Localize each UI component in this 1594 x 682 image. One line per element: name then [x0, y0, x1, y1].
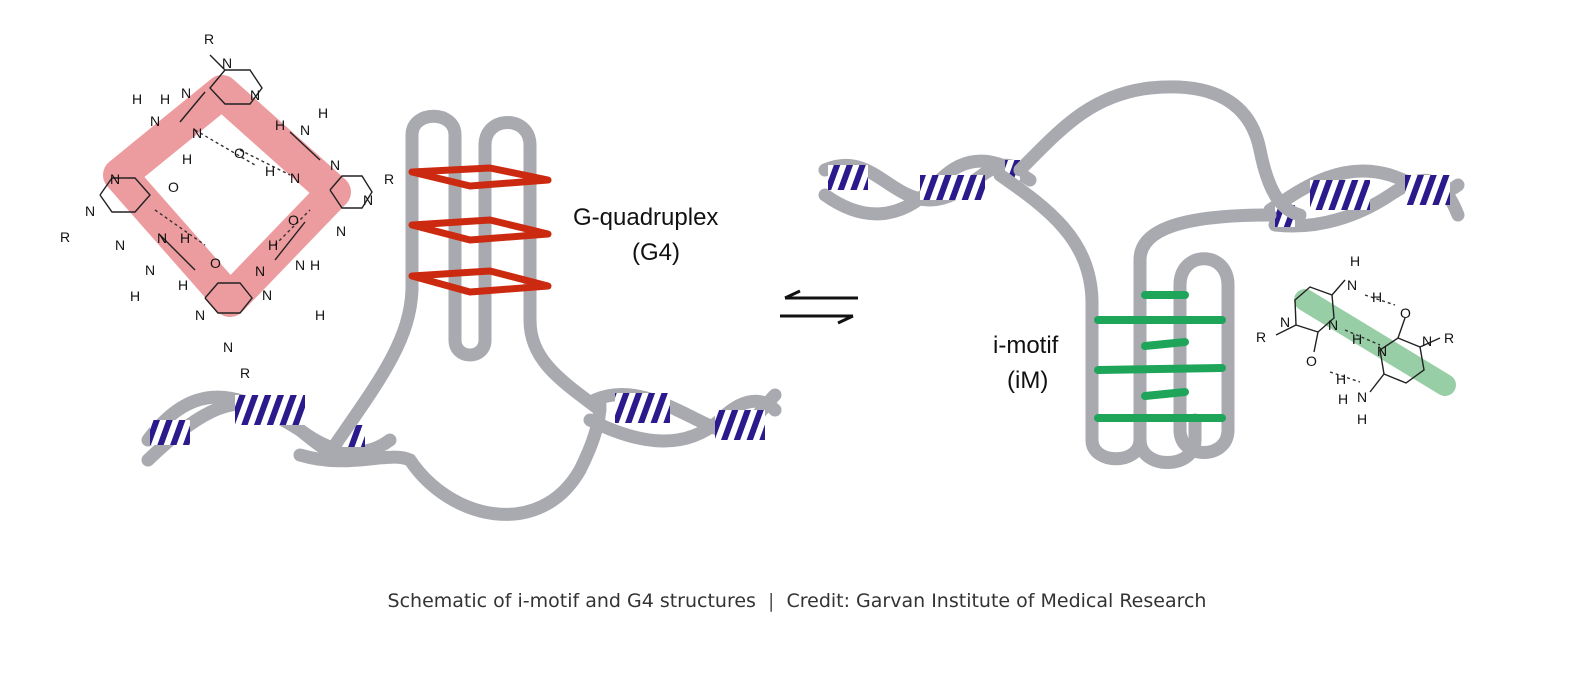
- cc-atom-h-1: H: [1350, 253, 1360, 269]
- caption-text: Schematic of i-motif and G4 structures: [387, 590, 756, 612]
- g-tetrad-3: [408, 267, 552, 296]
- atom-n-19: N: [290, 170, 300, 186]
- atom-h-7: H: [268, 237, 278, 253]
- cc-atom-n-4: N: [1377, 343, 1387, 359]
- atom-h-6: H: [178, 277, 188, 293]
- atom-h-3: H: [182, 151, 192, 167]
- cc-atom-h-3: H: [1352, 331, 1362, 347]
- atom-h-11: H: [318, 105, 328, 121]
- cc-pair-4: [1094, 364, 1226, 374]
- atom-r-right: R: [384, 171, 394, 187]
- g4-strand-right: [478, 116, 607, 417]
- atom-h-8: H: [310, 257, 320, 273]
- figure-caption: Schematic of i-motif and G4 structures |…: [0, 590, 1594, 612]
- cc-atom-n-1: N: [1347, 277, 1357, 293]
- atom-h-5: H: [130, 288, 140, 304]
- g4-strand-left: [328, 109, 492, 452]
- cc-atom-n-5: N: [1422, 333, 1432, 349]
- equilibrium-arrows: [780, 289, 858, 325]
- atom-n-11: N: [195, 307, 205, 323]
- atom-o-3: O: [288, 212, 299, 228]
- atom-r-bottom: R: [240, 365, 250, 381]
- g-tetrad-highlight: [103, 75, 351, 317]
- g4-abbr-label: (G4): [632, 239, 680, 266]
- atom-n-7: N: [85, 203, 95, 219]
- cc-atom-h-4: H: [1336, 371, 1346, 387]
- cc-atom-r-2: R: [1444, 330, 1454, 346]
- g4-tetrads: [408, 164, 552, 296]
- atom-n-10: N: [145, 262, 155, 278]
- atom-n-2: N: [250, 87, 260, 103]
- atom-n-8: N: [115, 237, 125, 253]
- right-duplex-helix: [583, 388, 782, 448]
- cc-atom-n-2: N: [1280, 314, 1290, 330]
- atom-h-1: H: [132, 91, 142, 107]
- imotif-structure: i-motif (iM): [818, 80, 1465, 469]
- atom-n-4: N: [150, 113, 160, 129]
- g-tetrad-chemical-structure: R R R R N N N N N N N N N N N N N N N N …: [60, 31, 394, 381]
- atom-h-4: H: [180, 230, 190, 246]
- atom-n-13: N: [262, 287, 272, 303]
- cc-atom-h-5: H: [1338, 391, 1348, 407]
- atom-n-20: N: [300, 122, 310, 138]
- atom-n-14: N: [255, 263, 265, 279]
- imotif-strand-outer: [993, 168, 1277, 466]
- g4-bottom-loop: [293, 398, 607, 521]
- imotif-right-duplex-helix: [1263, 164, 1465, 233]
- cc-atom-r-1: R: [1256, 329, 1266, 345]
- atom-o-2: O: [234, 145, 245, 161]
- imotif-strand-inner: [1133, 252, 1235, 469]
- cc-atom-n-3: N: [1328, 317, 1338, 333]
- cc-atom-n-6: N: [1357, 389, 1367, 405]
- atom-n-5: N: [192, 125, 202, 141]
- atom-o-1: O: [168, 179, 179, 195]
- cc-atom-h-2: H: [1372, 289, 1382, 305]
- atom-r-left: R: [60, 229, 70, 245]
- atom-n-9: N: [157, 230, 167, 246]
- cc-pair-3: [1141, 338, 1189, 350]
- atom-n-12: N: [223, 339, 233, 355]
- g4-structure: G-quadruplex (G4): [141, 109, 782, 521]
- atom-n-18: N: [336, 223, 346, 239]
- cc-pair-chemical-structure: H N H R N N H O O N N R H N H H: [1256, 253, 1456, 427]
- atom-n-3: N: [181, 85, 191, 101]
- atom-n-17: N: [363, 192, 373, 208]
- imotif-cc-pairs: [1094, 291, 1226, 422]
- g4-label: G-quadruplex: [573, 204, 718, 231]
- g-tetrad-1: [408, 164, 552, 190]
- cc-atom-o-1: O: [1306, 353, 1317, 369]
- imotif-label: i-motif: [993, 332, 1059, 359]
- imotif-top-loop: [1013, 80, 1307, 222]
- atom-n-6: N: [110, 171, 120, 187]
- caption-credit: Credit: Garvan Institute of Medical Rese…: [786, 590, 1207, 612]
- atom-n-1: N: [222, 55, 232, 71]
- atom-r-top: R: [204, 31, 214, 47]
- atom-h-2: H: [160, 91, 170, 107]
- atom-h-9: H: [315, 307, 325, 323]
- imotif-left-duplex-helix: [818, 154, 1037, 221]
- imotif-abbr-label: (iM): [1007, 367, 1048, 394]
- caption-separator: |: [768, 590, 775, 612]
- atom-n-16: N: [330, 157, 340, 173]
- atom-h-10: H: [275, 117, 285, 133]
- atom-o-4: O: [210, 255, 221, 271]
- cc-atom-h-6: H: [1357, 411, 1367, 427]
- atom-n-15: N: [295, 257, 305, 273]
- cc-atom-o-2: O: [1400, 305, 1411, 321]
- cc-pair-5: [1141, 388, 1189, 400]
- g-tetrad-2: [408, 216, 552, 244]
- atom-h-12: H: [265, 163, 275, 179]
